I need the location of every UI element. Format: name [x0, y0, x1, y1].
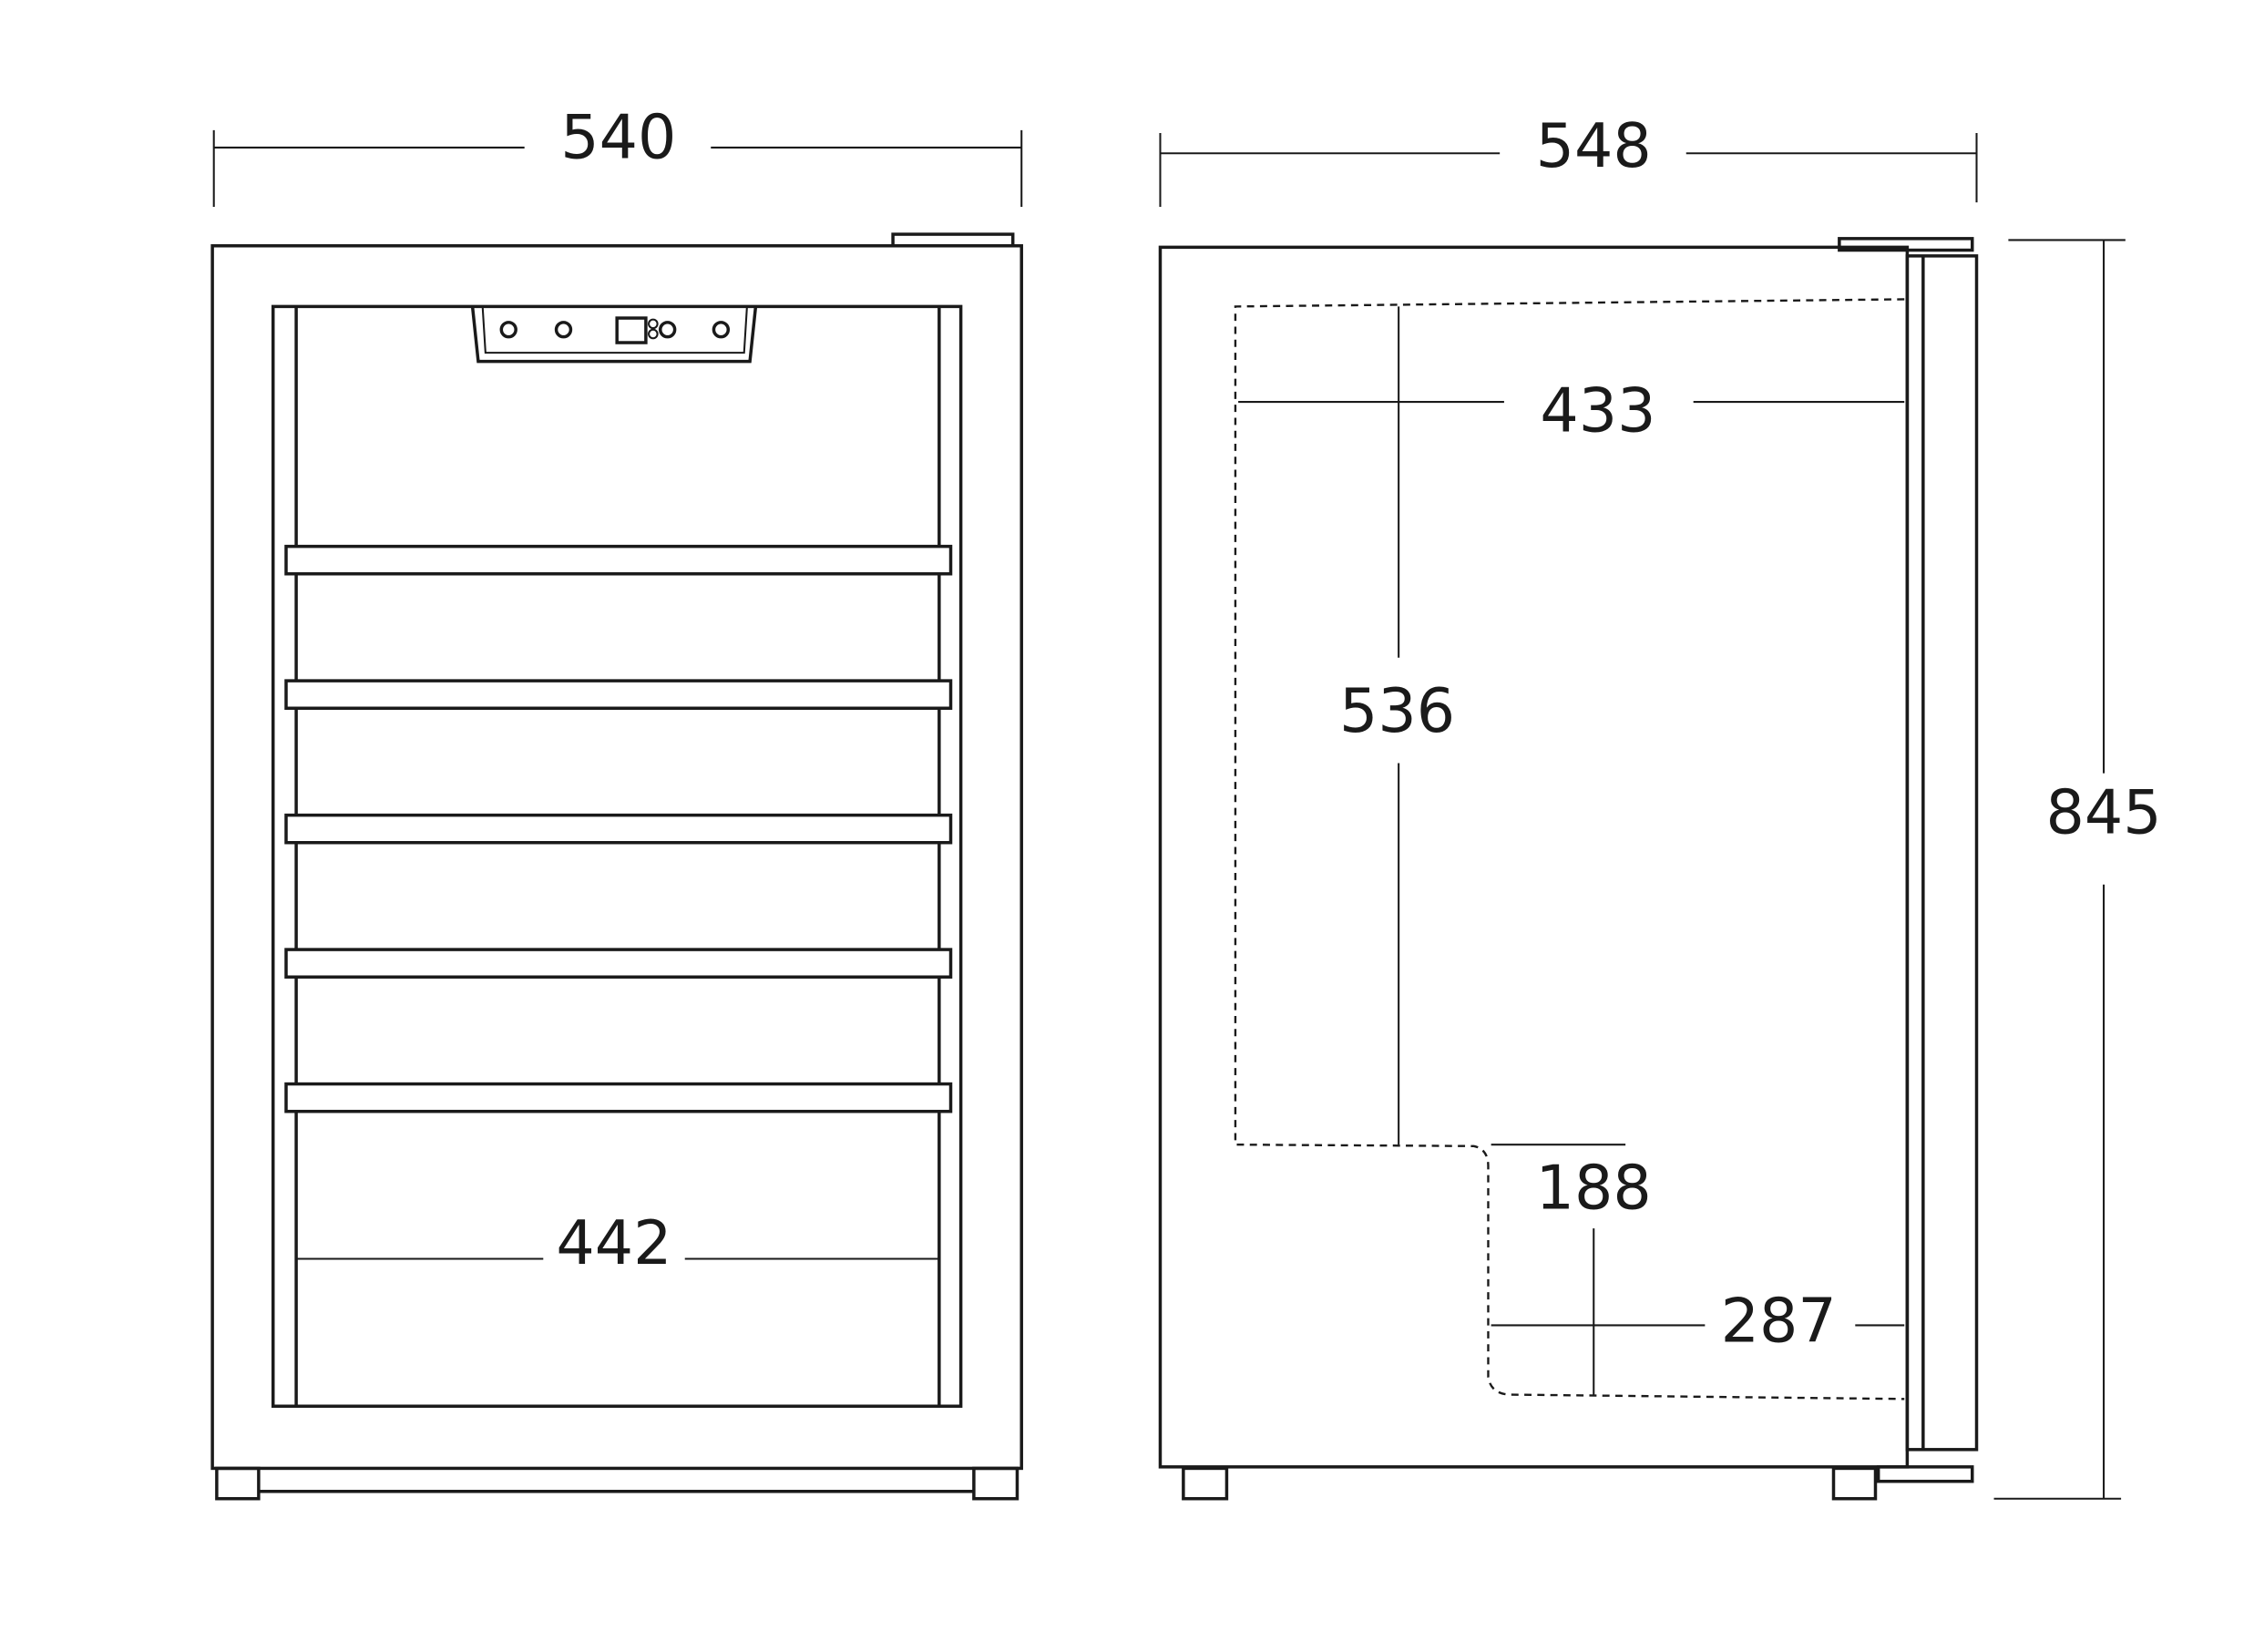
control-knob-icon — [499, 321, 517, 339]
depth-dimension: 548 — [1159, 110, 1978, 207]
inner-depth-label: 433 — [1540, 375, 1655, 446]
foot — [215, 1466, 261, 1501]
foot — [972, 1466, 1019, 1501]
front-view: 540 442 — [210, 102, 1023, 1501]
inner-width-dimension: 442 — [296, 1207, 939, 1278]
shelves — [284, 544, 953, 1113]
shelf — [284, 948, 953, 979]
width-label: 540 — [560, 102, 676, 173]
interior-outline — [1234, 298, 1905, 1401]
step-height-dimension: 188 — [1491, 1144, 1652, 1395]
control-panel — [470, 306, 758, 364]
inner-width-label: 442 — [556, 1207, 671, 1278]
depth-label: 548 — [1536, 110, 1652, 181]
inner-depth-dimension: 433 — [1238, 375, 1905, 446]
control-knob-icon — [554, 321, 573, 339]
step-depth-label: 287 — [1721, 1285, 1837, 1356]
foot — [1831, 1466, 1878, 1501]
inner-height-dimension: 536 — [1339, 306, 1455, 1145]
shelf — [284, 679, 953, 710]
step-height-label: 188 — [1536, 1153, 1652, 1224]
shelf — [284, 544, 953, 576]
shelf — [284, 813, 953, 845]
bottom-hinge — [1876, 1465, 1974, 1483]
shelf — [284, 1082, 953, 1113]
side-view: 548 433 536 188 287 — [1158, 110, 2162, 1501]
control-knob-icon — [712, 321, 731, 339]
total-height-dimension: 845 — [1993, 239, 2162, 1500]
cabinet-outline — [210, 244, 1023, 1471]
inner-height-label: 536 — [1339, 675, 1455, 746]
control-knob-icon — [659, 321, 677, 339]
glass-door — [271, 304, 963, 1408]
step-depth-dimension: 287 — [1491, 1285, 1905, 1356]
width-dimension: 540 — [212, 102, 1023, 207]
cabinet-side — [1158, 245, 1910, 1469]
display-icon — [615, 316, 648, 344]
door-side — [1905, 254, 1979, 1452]
total-height-label: 845 — [2046, 776, 2162, 847]
foot — [1182, 1466, 1229, 1501]
top-hinge — [891, 232, 1015, 248]
